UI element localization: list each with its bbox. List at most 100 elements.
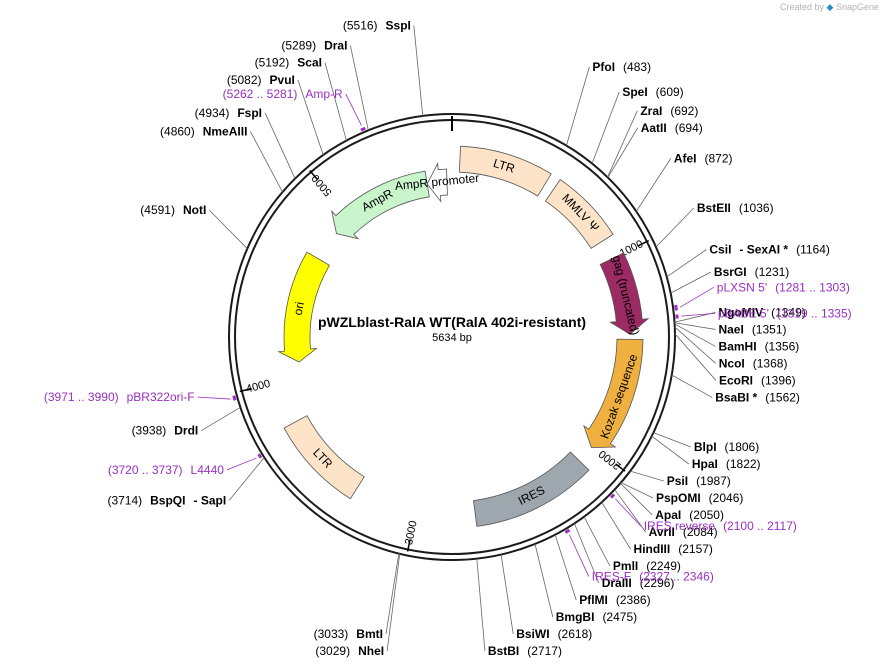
site-position: (3938) — [132, 424, 167, 438]
primer-pbabe-5: pBABE 5'(1319 .. 1335) — [718, 306, 852, 320]
site-position: (3033) — [314, 627, 349, 641]
site-leader-afei — [635, 158, 672, 212]
site-spei: SpeI (609) — [622, 85, 683, 99]
site-ecori: EcoRI(1396) — [719, 373, 796, 387]
site-naei: NaeI(1351) — [718, 322, 786, 336]
site-name: SpeI — [622, 85, 647, 99]
feature-ires — [473, 451, 590, 527]
primer-mark-plxsn-5 — [674, 304, 678, 311]
site-leader-avrii — [614, 489, 646, 533]
site-leader-draiii — [574, 523, 600, 584]
site-position: (2050) — [689, 508, 724, 522]
site-position: (1822) — [726, 457, 761, 471]
site-position: (692) — [670, 104, 698, 118]
site-pvui: (5082)PvuI — [227, 73, 295, 87]
site-name: FspI — [237, 106, 262, 120]
site-name: BstBI — [488, 644, 519, 658]
credit-brand: SnapGene — [835, 2, 879, 12]
plasmid-name: pWZLblast-RalA WT(RalA 402i-resistant) — [318, 314, 586, 330]
site-position: (4591) — [140, 203, 175, 217]
primer-name: pLXSN 5' — [717, 280, 767, 294]
site-position: (2386) — [616, 593, 651, 607]
primer-leader-pbabe-5 — [681, 313, 715, 317]
primer-amp-r: (5262 .. 5281) Amp-R — [223, 87, 343, 101]
site-bamhi: BamHI(1356) — [719, 339, 800, 353]
site-fspi: (4934) FspI — [195, 106, 262, 120]
site-psii: PsiI(1987) — [667, 474, 731, 488]
primer-name: L4440 — [191, 463, 225, 477]
site-leader-spei — [591, 91, 620, 164]
primer-ires-f: IRES-F(2327 .. 2346) — [592, 570, 714, 584]
site-leader-bmti — [385, 553, 400, 635]
primer-range: (1281 .. 1303) — [775, 280, 850, 294]
tick-mark-4000 — [239, 387, 252, 393]
site-drai: (5289)DraI — [281, 39, 347, 53]
feature-label-ori: ori — [291, 301, 307, 317]
site-leader-blpi — [653, 432, 692, 448]
site-name: ApaI — [655, 508, 681, 522]
snapgene-logo-icon: ◆ — [826, 2, 834, 12]
site-pspomi: PspOMI(2046) — [656, 491, 743, 505]
site-name-2: - SapI — [193, 493, 226, 507]
site-leader-aatii — [607, 127, 639, 178]
site-position: (609) — [656, 85, 684, 99]
site-name: DrdI — [174, 424, 198, 438]
site-leader-noti — [209, 209, 248, 249]
site-nmeaiii: (4860)NmeAIII — [160, 124, 247, 138]
site-name: BlpI — [694, 440, 717, 454]
site-leader-apai — [620, 482, 653, 516]
site-position: (1036) — [739, 201, 774, 215]
site-name: BmtI — [356, 627, 383, 641]
site-leader-drai — [350, 45, 369, 131]
primer-mark-ires-reverse — [609, 493, 616, 499]
site-leader-bamhi — [674, 323, 716, 347]
site-aatii: AatII(694) — [641, 121, 703, 135]
site-position: (1349) — [771, 305, 806, 319]
site-position: (2618) — [558, 627, 593, 641]
site-position: (2475) — [602, 610, 637, 624]
site-hpai: HpaI(1822) — [692, 457, 761, 471]
primer-range: (5262 .. 5281) — [223, 87, 298, 101]
site-position: (1396) — [761, 373, 796, 387]
site-bsabi: BsaBI *(1562) — [715, 390, 800, 404]
site-sspi: (5516)SspI — [343, 19, 411, 33]
primer-name: Amp-R — [305, 87, 343, 101]
site-leader-pspomi — [620, 482, 654, 499]
site-name: PflMI — [579, 593, 608, 607]
site-name: PvuI — [270, 73, 295, 87]
site-draiii: DraIII(2296) — [602, 576, 675, 590]
site-ngomiv: NgoMIV(1349) — [718, 305, 805, 319]
site-apai: ApaI (2050) — [655, 508, 724, 522]
primer-leader-pbr322ori-f — [197, 396, 231, 400]
site-pmli: PmlI(2249) — [613, 559, 681, 573]
site-name: CsiI — [709, 243, 731, 257]
site-name: PspOMI — [656, 491, 701, 505]
feature-kozak-sequence — [583, 338, 644, 449]
feature-ltr — [458, 145, 552, 197]
site-position: (1987) — [696, 474, 731, 488]
site-bstbi: BstBI (2717) — [488, 644, 562, 658]
site-scai: (5192)ScaI — [255, 56, 322, 70]
site-bspqi: (3714)BspQI- SapI — [107, 493, 226, 507]
feature-gag-truncated — [599, 252, 650, 335]
site-position: (4934) — [195, 106, 230, 120]
site-name: ScaI — [297, 56, 322, 70]
snapgene-credit: Created by ◆ SnapGene — [780, 2, 879, 13]
site-name: NaeI — [718, 322, 743, 336]
site-name: DraIII — [602, 576, 632, 590]
primer-l4440: (3720 .. 3737)L4440 — [108, 463, 224, 477]
site-leader-drdi — [201, 406, 241, 432]
site-name: AatII — [641, 121, 667, 135]
tick-mark-5000 — [309, 170, 319, 181]
site-zrai: ZraI(692) — [640, 104, 698, 118]
tick-mark-1000 — [637, 239, 649, 247]
primer-name: IRES reverse — [644, 519, 716, 533]
plasmid-length: 5634 bp — [432, 332, 472, 344]
site-position: (2717) — [527, 644, 562, 658]
credit-text: Created by — [779, 2, 824, 12]
site-pfoi: PfoI(483) — [592, 60, 651, 74]
site-bsteii: BstEII(1036) — [697, 201, 774, 215]
site-leader-psii — [630, 470, 664, 482]
primer-ires-reverse: IRES reverse(2100 .. 2117) — [644, 519, 797, 533]
